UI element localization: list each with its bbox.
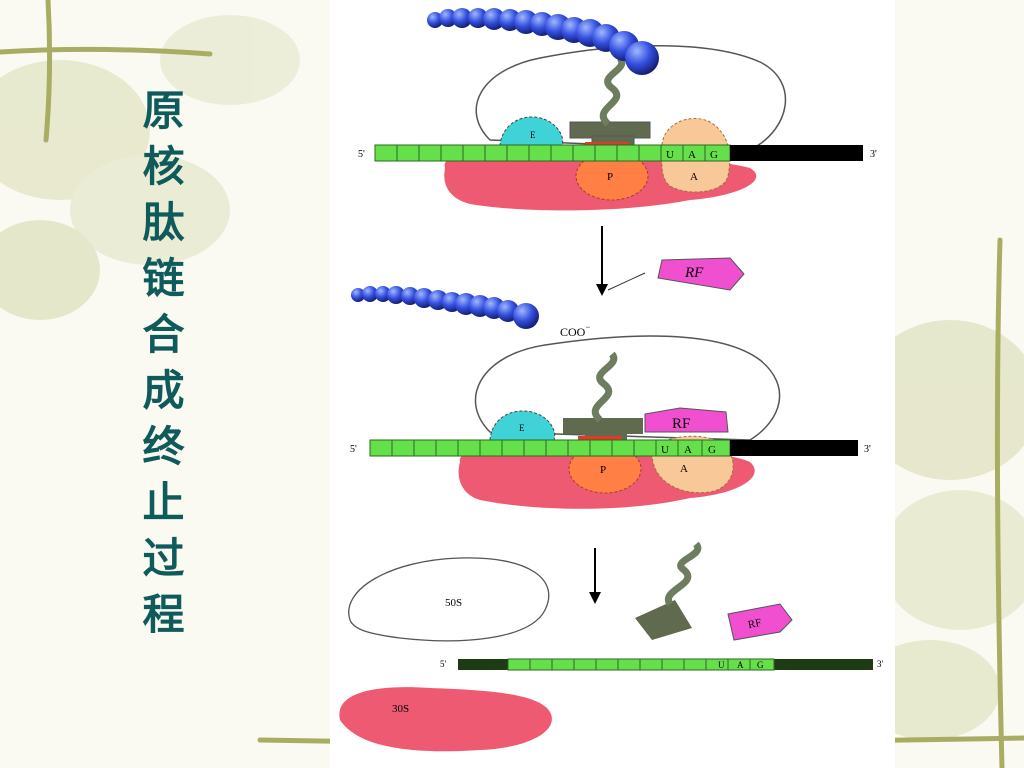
release-factor-bound: RF xyxy=(644,407,729,433)
peptide-chain-1 xyxy=(427,8,659,75)
mrna-2: U A G 5' 3' xyxy=(350,439,871,457)
carboxyl-label: COO− xyxy=(560,322,590,339)
release-factor-released: RF xyxy=(727,603,793,641)
codon-1-u: U xyxy=(666,149,674,161)
released-peptide: COO− xyxy=(351,286,590,339)
rf-label-bound: RF xyxy=(672,416,690,432)
codon-3-a: A xyxy=(737,660,744,670)
trna-free xyxy=(635,541,702,640)
site-e-2 xyxy=(489,410,556,441)
codon-3-g: G xyxy=(757,660,764,670)
leaf-shadows xyxy=(0,15,1024,740)
codon-2-g: G xyxy=(708,444,716,456)
five-prime-3: 5' xyxy=(440,659,447,669)
site-e xyxy=(499,116,564,147)
release-factor-free: RF xyxy=(657,257,745,291)
termination-diagram: E P A xyxy=(339,8,884,752)
site-a-label: A xyxy=(690,171,698,183)
codon-3-u: U xyxy=(718,660,725,670)
three-prime-2: 3' xyxy=(864,444,871,455)
site-p-label: P xyxy=(607,171,613,183)
diagram-panel: E P A xyxy=(330,0,895,768)
site-e-label: E xyxy=(530,130,536,140)
arrow-1 xyxy=(596,226,646,296)
site-a-label-2: A xyxy=(680,463,688,475)
three-prime-1: 3' xyxy=(870,149,877,160)
stage-2-ribosome: E P A RF xyxy=(350,335,871,509)
slide-title: 原核肽链合成终止过程 xyxy=(136,88,185,648)
five-prime-1: 5' xyxy=(358,149,365,160)
rf-label-released: RF xyxy=(747,617,763,632)
stage-1-ribosome: E P A xyxy=(358,8,877,211)
trna-1 xyxy=(569,55,651,147)
five-prime-2: 5' xyxy=(350,444,357,455)
stage-3-dissociation: 50S 30S RF xyxy=(339,541,884,752)
mrna-free: U A G 5' 3' xyxy=(440,658,884,671)
small-subunit-30s xyxy=(339,687,552,752)
codon-1-a: A xyxy=(688,149,696,161)
rf-label-free: RF xyxy=(684,265,704,281)
three-prime-3: 3' xyxy=(877,659,884,669)
codon-2-a: A xyxy=(684,444,692,456)
label-50s: 50S xyxy=(445,597,462,609)
mrna-1: U A G 5' 3' xyxy=(358,144,877,162)
site-p-label-2: P xyxy=(600,464,606,476)
arrow-2 xyxy=(589,548,601,604)
label-30s: 30S xyxy=(392,703,409,715)
anticodon-pairing-2 xyxy=(578,436,622,441)
large-subunit-50s xyxy=(348,557,550,642)
codon-1-g: G xyxy=(710,149,718,161)
codon-2-u: U xyxy=(661,444,669,456)
site-e-label-2: E xyxy=(519,423,525,433)
